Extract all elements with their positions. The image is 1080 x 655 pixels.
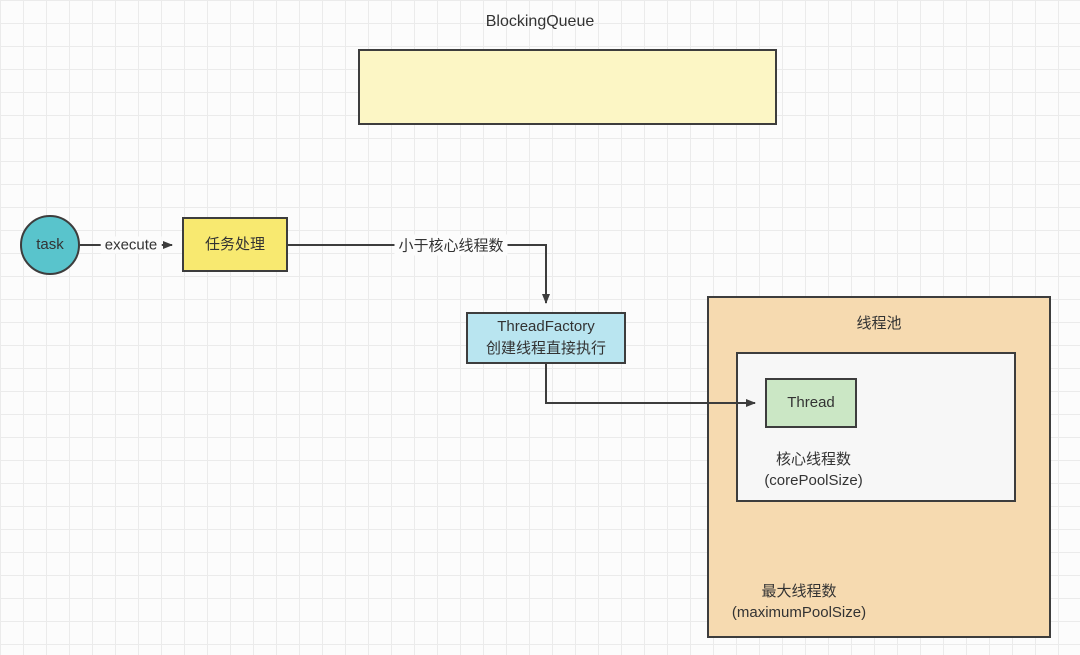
core-pool-size-line2: (corePoolSize)	[764, 472, 863, 490]
maximum-pool-size-line2: (maximumPoolSize)	[731, 604, 867, 622]
task-node: task	[20, 215, 80, 275]
core-pool-size-line1: 核心线程数	[775, 450, 851, 468]
thread-factory-label-line2: 创建线程直接执行	[485, 340, 606, 357]
thread-label: Thread	[787, 394, 835, 412]
task-label: task	[36, 236, 64, 254]
less-than-core-edge-label: 小于核心线程数	[394, 234, 508, 256]
thread-factory-node: ThreadFactory 创建线程直接执行	[466, 312, 626, 364]
thread-factory-label-line1: ThreadFactory	[497, 318, 595, 336]
task-processing-node: 任务处理	[182, 217, 288, 272]
core-pool-size-label: 核心线程数 (corePoolSize)	[746, 449, 881, 493]
thread-node: Thread	[765, 378, 857, 428]
blocking-queue-box	[358, 49, 777, 125]
execute-edge-label: execute	[100, 236, 162, 254]
task-processing-label: 任务处理	[204, 235, 265, 253]
maximum-pool-size-line1: 最大线程数	[761, 582, 837, 600]
maximum-pool-size-label: 最大线程数 (maximumPoolSize)	[714, 581, 884, 625]
blocking-queue-title: BlockingQueue	[485, 13, 595, 30]
thread-pool-label: 线程池	[856, 315, 902, 332]
